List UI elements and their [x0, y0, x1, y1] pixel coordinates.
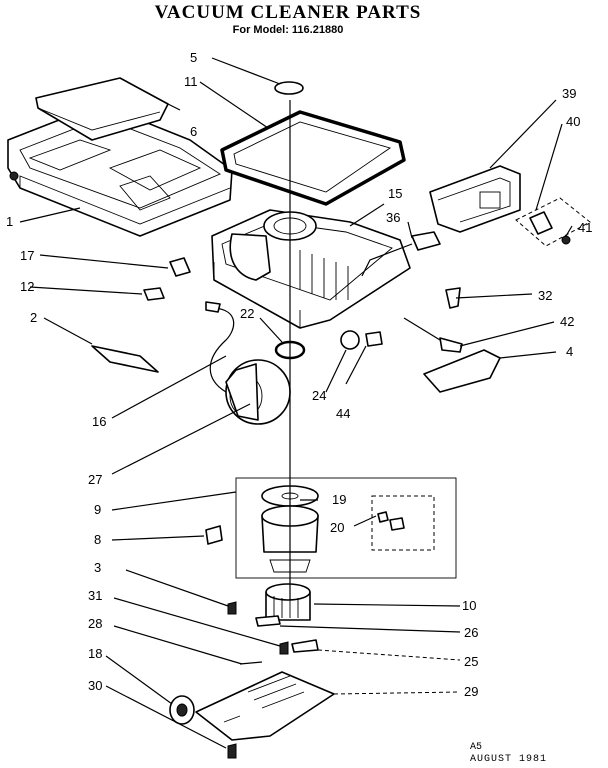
callout-18: 18 [88, 646, 102, 661]
part-gasket [220, 110, 406, 206]
part-handle [429, 165, 521, 233]
part-lid [35, 77, 169, 141]
callout-12: 12 [20, 279, 34, 294]
footer-code: A5 [470, 742, 483, 753]
part-fitting [340, 330, 360, 350]
part-fan-housing [265, 583, 311, 621]
callout-1: 1 [6, 214, 13, 229]
callout-5: 5 [190, 50, 197, 65]
part-screw-31 [279, 641, 289, 655]
callout-28: 28 [88, 616, 102, 631]
callout-36: 36 [386, 210, 400, 225]
part-wheel [169, 695, 195, 725]
callout-10: 10 [462, 598, 476, 613]
part-cap [439, 337, 463, 353]
part-bracket-26 [255, 615, 281, 627]
part-screw-3 [227, 601, 237, 615]
callout-40: 40 [566, 114, 580, 129]
callout-16: 16 [92, 414, 106, 429]
footer-date: AUGUST 1981 [470, 754, 548, 765]
part-pin-28 [239, 661, 263, 665]
callout-27: 27 [88, 472, 102, 487]
callout-11: 11 [184, 74, 198, 89]
part-latch [91, 345, 159, 373]
part-base-plate [195, 671, 335, 741]
callout-15: 15 [388, 186, 402, 201]
callout-26: 26 [464, 625, 478, 640]
part-hook [445, 287, 461, 309]
part-brush [377, 511, 389, 523]
callout-39: 39 [562, 86, 576, 101]
page-title: VACUUM CLEANER PARTS [154, 2, 422, 23]
model-subtitle: For Model: 116.21880 [232, 24, 344, 36]
callout-24: 24 [312, 388, 326, 403]
callout-3: 3 [94, 560, 101, 575]
part-pedal [423, 349, 501, 393]
part-brush-2 [389, 517, 405, 531]
callout-31: 31 [88, 588, 102, 603]
callout-25: 25 [464, 654, 478, 669]
part-spring [205, 525, 223, 545]
part-bracket [515, 197, 591, 247]
callout-32: 32 [538, 288, 552, 303]
callout-42: 42 [560, 314, 574, 329]
callout-20: 20 [330, 520, 344, 535]
brush-kit-box [371, 495, 435, 551]
callout-2: 2 [30, 310, 37, 325]
callout-17: 17 [20, 248, 34, 263]
leader-lines [19, 57, 573, 749]
part-screw-30 [227, 743, 237, 759]
callout-29: 29 [464, 684, 478, 699]
motor-assembly-box [235, 477, 457, 579]
part-disc [274, 81, 304, 95]
part-connector [365, 331, 383, 347]
callout-4: 4 [566, 344, 573, 359]
part-pad-25 [291, 639, 319, 653]
callout-9: 9 [94, 502, 101, 517]
callout-19: 19 [332, 492, 346, 507]
part-clip [143, 287, 165, 301]
part-switch [169, 257, 191, 277]
callout-labels: 5 11 6 1 17 12 2 15 36 39 40 41 32 42 4 … [6, 50, 592, 699]
callout-44: 44 [336, 406, 350, 421]
callout-41: 41 [578, 220, 592, 235]
callout-22: 22 [240, 306, 254, 321]
part-rod [403, 317, 441, 341]
callout-6: 6 [190, 124, 197, 139]
callout-30: 30 [88, 678, 102, 693]
part-plug [361, 231, 441, 277]
callout-8: 8 [94, 532, 101, 547]
